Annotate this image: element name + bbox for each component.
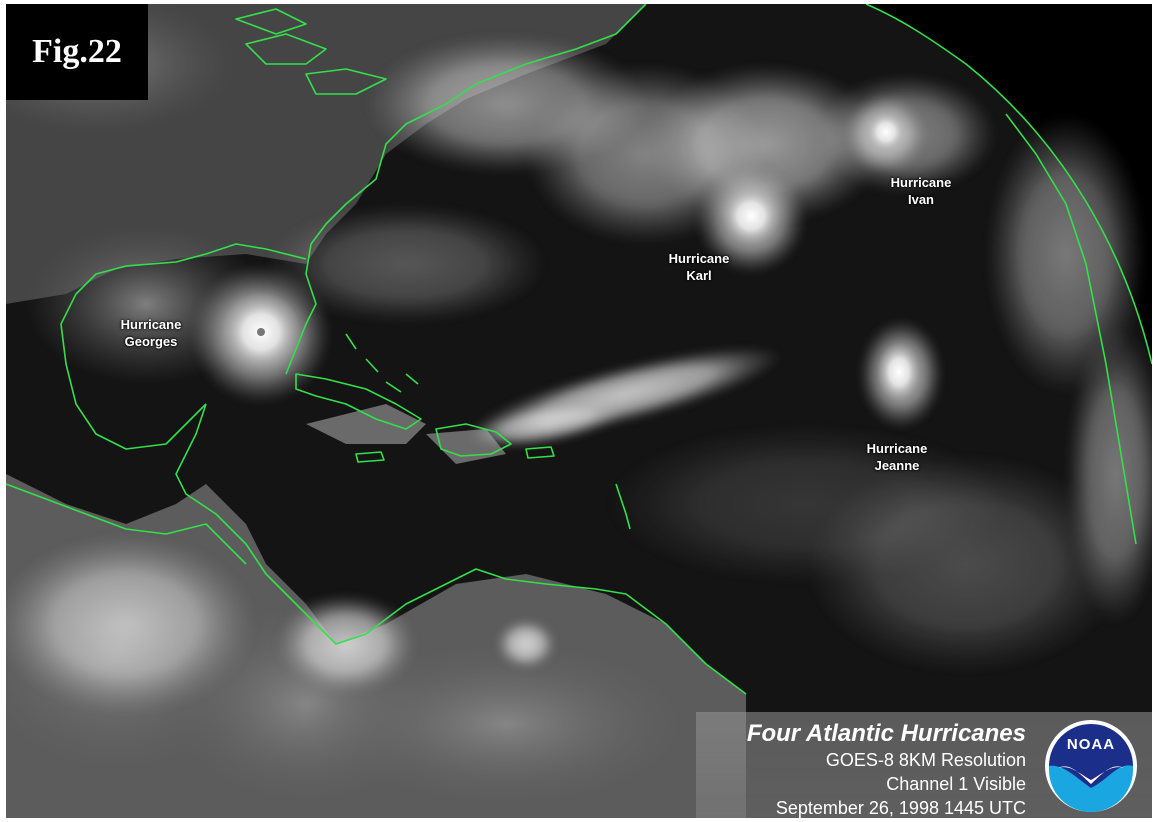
noaa-logo: NOAA (1036, 718, 1146, 814)
caption-line-date: September 26, 1998 1445 UTC (775, 798, 1026, 818)
storm-label-line: Hurricane (890, 175, 952, 190)
hurricane-karl-vortex (696, 164, 806, 274)
storm-label-line: Karl (686, 268, 712, 283)
hurricane-jeanne-vortex (859, 319, 943, 429)
storm-label-line: Hurricane (866, 441, 928, 456)
coastlines (6, 4, 1152, 695)
figure-label: Fig.22 (6, 4, 148, 100)
storm-label-line: Hurricane (120, 317, 182, 332)
hurricane-georges-vortex (191, 264, 331, 404)
storm-label-line: Georges (124, 334, 178, 349)
storm-label-karl: Hurricane Karl (654, 250, 744, 284)
noaa-logo-text: NOAA (1066, 736, 1116, 753)
noaa-emblem-icon (1045, 720, 1137, 812)
caption-line-resolution: GOES-8 8KM Resolution (825, 750, 1026, 770)
satellite-image-frame: Fig.22 Hurricane Georges Hurricane Karl … (6, 4, 1152, 818)
storm-label-line: Hurricane (668, 251, 730, 266)
satellite-image (6, 4, 1152, 818)
space-region (866, 4, 1152, 364)
hurricane-ivan-vortex (846, 94, 926, 174)
cloud-fields (6, 34, 1152, 714)
caption-line-channel: Channel 1 Visible (886, 774, 1026, 794)
storm-label-ivan: Hurricane Ivan (876, 174, 966, 208)
caption-title: Four Atlantic Hurricanes (746, 720, 1026, 747)
storm-label-jeanne: Hurricane Jeanne (852, 440, 942, 474)
storm-label-line: Ivan (907, 192, 934, 207)
storm-label-georges: Hurricane Georges (106, 316, 196, 350)
storm-label-line: Jeanne (874, 458, 920, 473)
